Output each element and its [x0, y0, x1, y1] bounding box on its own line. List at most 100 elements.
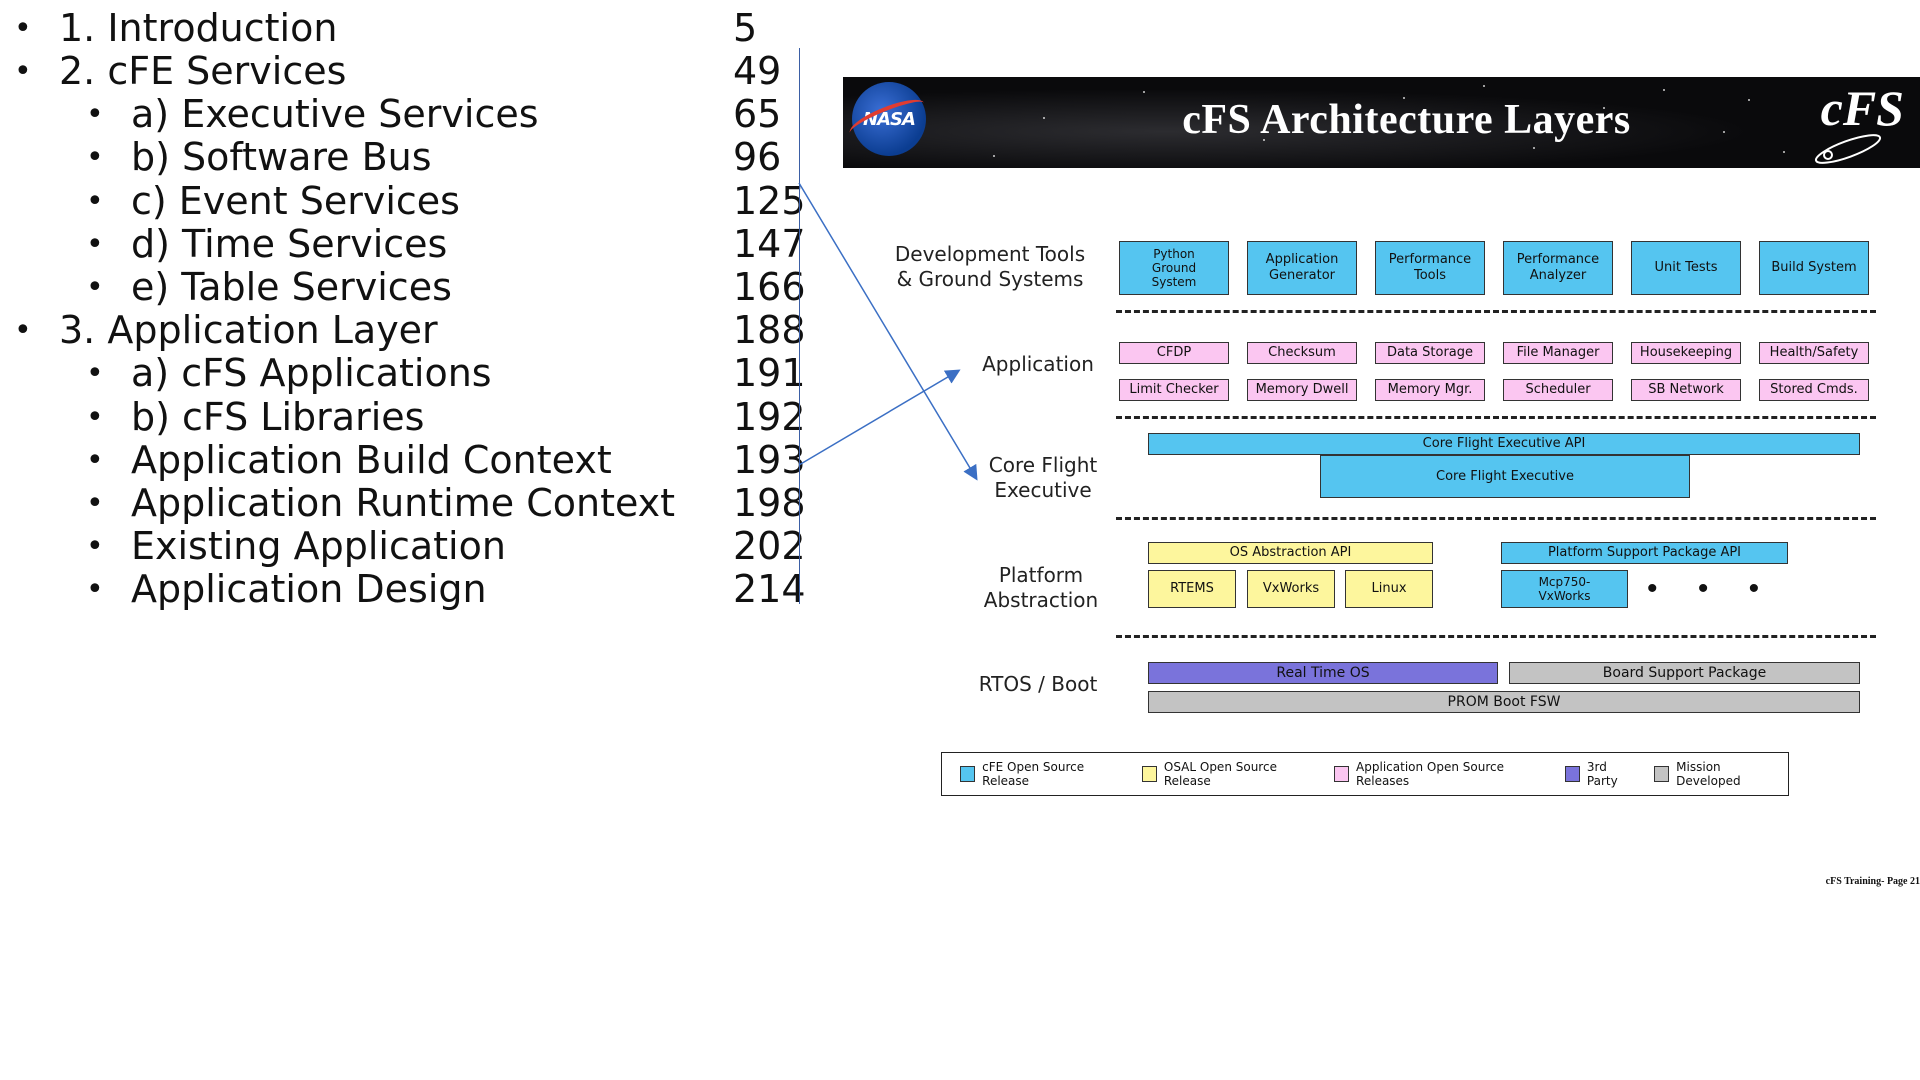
toc-page-number: 96	[733, 135, 782, 179]
layer-divider	[1116, 310, 1876, 313]
layer-label-text: & Ground Systems	[896, 267, 1084, 291]
legend-label: cFE Open Source Release	[982, 760, 1085, 788]
layer-label-dev-tools: Development Tools & Ground Systems	[890, 242, 1090, 292]
layer-label-core-flight: Core Flight Executive	[963, 453, 1123, 503]
toc-bullet: •	[86, 184, 104, 219]
legend-item: Mission Developed	[1654, 760, 1782, 788]
toc-divider	[799, 48, 800, 604]
legend-label: Application Open Source Releases	[1356, 760, 1504, 788]
osal-impl-box: VxWorks	[1247, 570, 1335, 608]
toc-item[interactable]: • b) Software Bus 96	[0, 136, 800, 179]
nasa-logo-text: NASA	[863, 108, 916, 130]
toc-page-number: 198	[733, 481, 806, 525]
layer-label-application: Application	[982, 352, 1094, 376]
app-box: Stored Cmds.	[1759, 379, 1869, 401]
slide-architecture: NASA cFS Architecture Layers cFS Develop…	[843, 77, 1920, 897]
legend-swatch	[960, 766, 976, 782]
toc-item[interactable]: • a) cFS Applications 191	[0, 352, 806, 395]
osal-api-box: OS Abstraction API	[1148, 542, 1433, 564]
dev-tool-box: Unit Tests	[1631, 241, 1741, 295]
toc-item[interactable]: • d) Time Services 147	[0, 223, 806, 266]
legend-label: Mission Developed	[1676, 760, 1741, 788]
toc-item-label: a) Executive Services	[131, 92, 539, 136]
app-box: Health/Safety	[1759, 342, 1869, 364]
toc-item[interactable]: • Application Runtime Context 198	[0, 482, 806, 525]
osal-impl-box: Linux	[1345, 570, 1433, 608]
toc-item[interactable]: • Existing Application 202	[0, 525, 806, 568]
legend-item: 3rd Party	[1564, 760, 1638, 788]
layer-label-text: Core Flight	[988, 453, 1098, 477]
toc-item-label: c) Event Services	[131, 179, 460, 223]
toc-item[interactable]: • Application Build Context 193	[0, 439, 806, 482]
layer-label-platform: Platform Abstraction	[966, 563, 1116, 613]
app-box: Memory Mgr.	[1375, 379, 1485, 401]
toc-item[interactable]: • 2. cFE Services 49	[0, 50, 800, 93]
toc-page-number: 147	[733, 222, 806, 266]
toc-page-number: 202	[733, 524, 806, 568]
toc-item[interactable]: • 1. Introduction 5	[0, 7, 800, 50]
toc-item-label: b) Software Bus	[131, 135, 432, 179]
toc-item-label: Application Design	[131, 567, 487, 611]
toc-bullet: •	[86, 227, 104, 262]
app-box: SB Network	[1631, 379, 1741, 401]
toc-page-number: 65	[733, 92, 782, 136]
toc-page-number: 193	[733, 438, 806, 482]
toc-bullet: •	[86, 572, 104, 607]
psp-api-box: Platform Support Package API	[1501, 542, 1788, 564]
toc-page-number: 166	[733, 265, 806, 309]
dev-tool-box: Build System	[1759, 241, 1869, 295]
toc-page-number: 125	[733, 179, 806, 223]
legend-item: cFE Open Source Release	[960, 760, 1126, 788]
toc-page-number: 49	[733, 49, 782, 93]
toc-page-number: 192	[733, 395, 806, 439]
layer-divider	[1116, 635, 1876, 638]
toc-bullet: •	[86, 270, 104, 305]
cfe-api-box: Core Flight Executive API	[1148, 433, 1860, 455]
toc-item[interactable]: • e) Table Services 166	[0, 265, 806, 309]
toc-bullet: •	[86, 443, 104, 478]
toc-page-number: 191	[733, 351, 806, 395]
app-box: CFDP	[1119, 342, 1229, 364]
cfs-spacecraft-icon	[1814, 134, 1882, 164]
cfs-logo-text: cFS	[1820, 80, 1904, 136]
slide-title: cFS Architecture Layers	[1182, 97, 1631, 143]
toc-item-label: e) Table Services	[131, 265, 452, 309]
toc-item[interactable]: • 3. Application Layer 188	[0, 308, 806, 352]
toc-item[interactable]: • b) cFS Libraries 192	[0, 395, 806, 439]
layer-divider	[1116, 416, 1876, 419]
nasa-logo: NASA	[852, 82, 926, 156]
toc-bullet: •	[86, 400, 104, 435]
prom-box: PROM Boot FSW	[1148, 691, 1860, 713]
toc-item[interactable]: • c) Event Services 125	[0, 179, 806, 223]
toc-page-number: 188	[733, 308, 806, 352]
legend-swatch	[1564, 766, 1580, 782]
legend-swatch	[1333, 766, 1350, 782]
psp-impl-box: Mcp750-VxWorks	[1501, 570, 1628, 608]
toc-item-label: 1. Introduction	[59, 6, 338, 50]
toc-bullet: •	[86, 486, 104, 521]
bsp-box: Board Support Package	[1509, 662, 1860, 684]
toc-item[interactable]: • Application Design 214	[0, 567, 806, 611]
app-box: Data Storage	[1375, 342, 1485, 364]
toc-bullet: •	[86, 356, 104, 391]
layer-label-text: Executive	[994, 478, 1092, 502]
layer-label-text: Abstraction	[983, 588, 1099, 612]
toc-item-label: 2. cFE Services	[59, 49, 347, 93]
toc-item-label: b) cFS Libraries	[131, 395, 425, 439]
legend-swatch	[1141, 766, 1157, 782]
toc-bullet: •	[14, 11, 32, 46]
legend-label: OSAL Open Source Release	[1163, 760, 1277, 788]
app-box: Housekeeping	[1631, 342, 1741, 364]
toc-item[interactable]: • a) Executive Services 65	[0, 93, 800, 136]
toc-page-number: 5	[733, 6, 758, 50]
toc-bullet: •	[86, 140, 104, 175]
toc-item-label: 3. Application Layer	[59, 308, 438, 352]
table-of-contents: • 1. Introduction 5 • 2. cFE Services 49…	[0, 0, 806, 620]
app-box: Memory Dwell	[1247, 379, 1357, 401]
layer-divider	[1116, 517, 1876, 520]
cfs-logo: cFS	[1800, 77, 1910, 168]
legend: cFE Open Source Release OSAL Open Source…	[941, 752, 1789, 796]
